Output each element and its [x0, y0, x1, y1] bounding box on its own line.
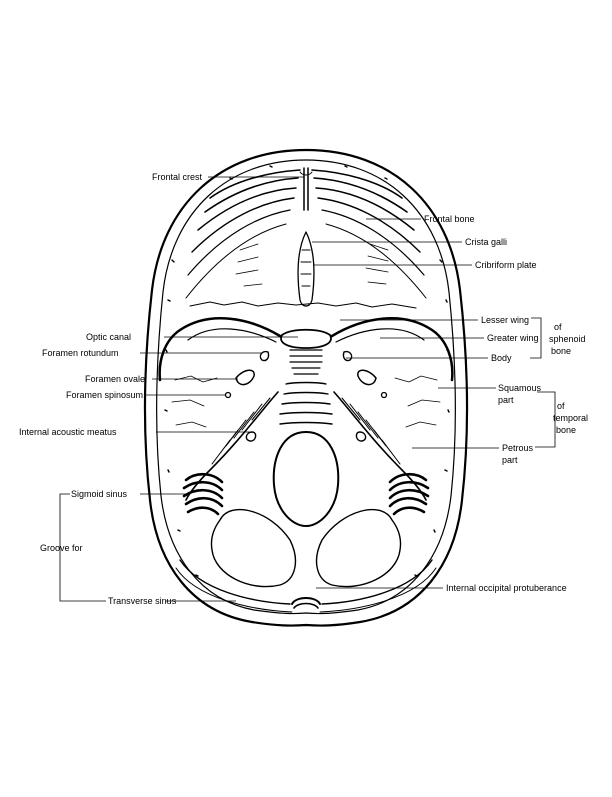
middle-fossa	[158, 317, 454, 428]
label-crista-galli: Crista galli	[465, 237, 507, 247]
label-foramen-ovale: Foramen ovale	[85, 374, 145, 384]
groove-bracket	[59, 493, 106, 602]
label-temporal-of: of	[557, 401, 565, 411]
label-cribriform-plate: Cribriform plate	[475, 260, 537, 270]
label-transverse-sinus: Transverse sinus	[108, 596, 177, 606]
temporal-bracket	[535, 391, 556, 448]
label-sphenoid-bone: bone	[551, 346, 571, 356]
label-sphenoid-of: of	[554, 322, 562, 332]
label-temporal-bone: bone	[556, 425, 576, 435]
label-groove-for: Groove for	[40, 543, 83, 553]
labels: Frontal crest Frontal bone Crista galli …	[19, 172, 588, 606]
anterior-fossa	[185, 167, 427, 309]
label-internal-occipital-protuberance: Internal occipital protuberance	[446, 583, 567, 593]
sphenoid-bracket	[530, 317, 542, 359]
label-sigmoid-sinus: Sigmoid sinus	[71, 489, 128, 499]
label-frontal-bone: Frontal bone	[424, 214, 475, 224]
label-greater-wing: Greater wing	[487, 333, 539, 343]
foramen-magnum	[272, 431, 340, 527]
sigmoid-grooves	[182, 472, 430, 516]
leader-lines	[59, 176, 556, 602]
label-optic-canal: Optic canal	[86, 332, 131, 342]
label-foramen-spinosum: Foramen spinosum	[66, 390, 143, 400]
skull-outline	[143, 148, 469, 627]
label-sphenoid-name: sphenoid	[549, 334, 586, 344]
label-temporal-name: temporal	[553, 413, 588, 423]
label-squamous-2: part	[498, 395, 514, 405]
label-body: Body	[491, 353, 512, 363]
label-internal-acoustic-meatus: Internal acoustic meatus	[19, 427, 117, 437]
label-foramen-rotundum: Foramen rotundum	[42, 348, 119, 358]
label-petrous-1: Petrous	[502, 443, 534, 453]
label-petrous-2: part	[502, 455, 518, 465]
label-squamous-1: Squamous	[498, 383, 542, 393]
label-frontal-crest: Frontal crest	[152, 172, 203, 182]
label-lesser-wing: Lesser wing	[481, 315, 529, 325]
posterior-fossa	[175, 509, 437, 613]
